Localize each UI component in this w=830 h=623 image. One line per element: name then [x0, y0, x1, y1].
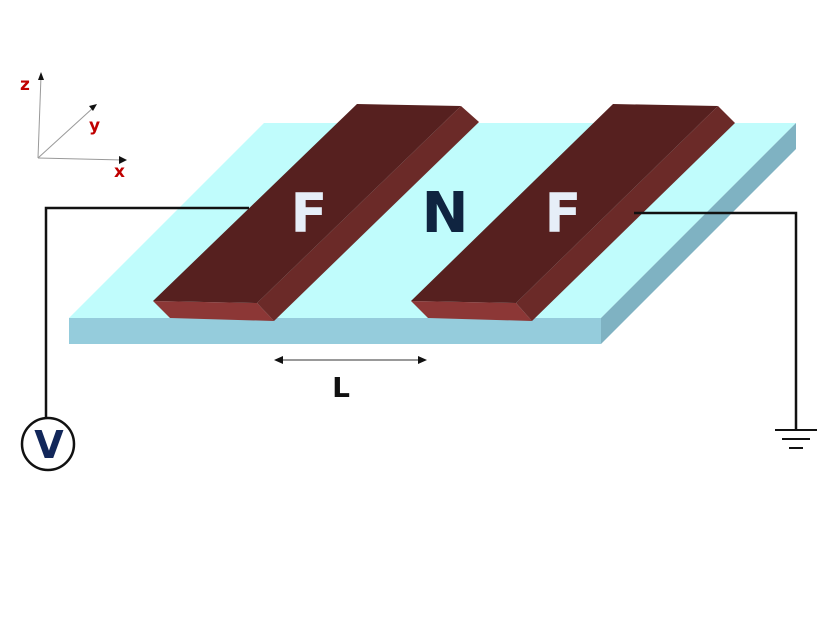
- right-ferromagnet-label: F: [545, 182, 582, 245]
- axes-indicator: z y x: [20, 72, 127, 182]
- z-axis-arrowhead: [38, 72, 44, 80]
- x-axis-arrowhead: [119, 156, 127, 164]
- left-ferromagnet-front-face: [153, 301, 274, 321]
- spacing-indicator: L: [274, 356, 427, 404]
- left-wire: [44, 206, 249, 417]
- left-ferromagnet-side-face: [257, 106, 479, 321]
- right-ferromagnet-front-face: [411, 301, 532, 321]
- normal-region-label: N: [422, 181, 469, 246]
- spacing-arrowhead-right: [418, 356, 427, 364]
- voltmeter-label: V: [34, 423, 64, 467]
- left-ferromagnet-label: F: [291, 182, 328, 245]
- left-ferromagnet-top-face: [153, 104, 461, 303]
- ground-icon: [775, 429, 817, 449]
- spacing-label: L: [332, 371, 350, 404]
- x-axis-label: x: [114, 162, 125, 182]
- circuit-wires: [44, 206, 798, 429]
- right-wire: [634, 211, 798, 429]
- z-axis-arrow: [37, 75, 42, 159]
- x-axis-arrow: [37, 157, 124, 161]
- y-axis-arrowhead: [89, 104, 97, 111]
- substrate-side-face: [601, 123, 796, 344]
- right-ferromagnet: F: [411, 104, 735, 321]
- right-ferromagnet-side-face: [516, 106, 735, 321]
- z-axis-label: z: [20, 75, 30, 95]
- voltmeter-circle: [20, 416, 76, 472]
- left-ferromagnet: F: [153, 104, 479, 321]
- substrate-front-face: [69, 318, 601, 344]
- y-axis-arrow: [37, 106, 95, 159]
- y-axis-label: y: [89, 116, 100, 136]
- right-ferromagnet-top-face: [411, 104, 718, 303]
- voltmeter: V: [20, 416, 76, 472]
- spacing-arrowhead-left: [274, 356, 283, 364]
